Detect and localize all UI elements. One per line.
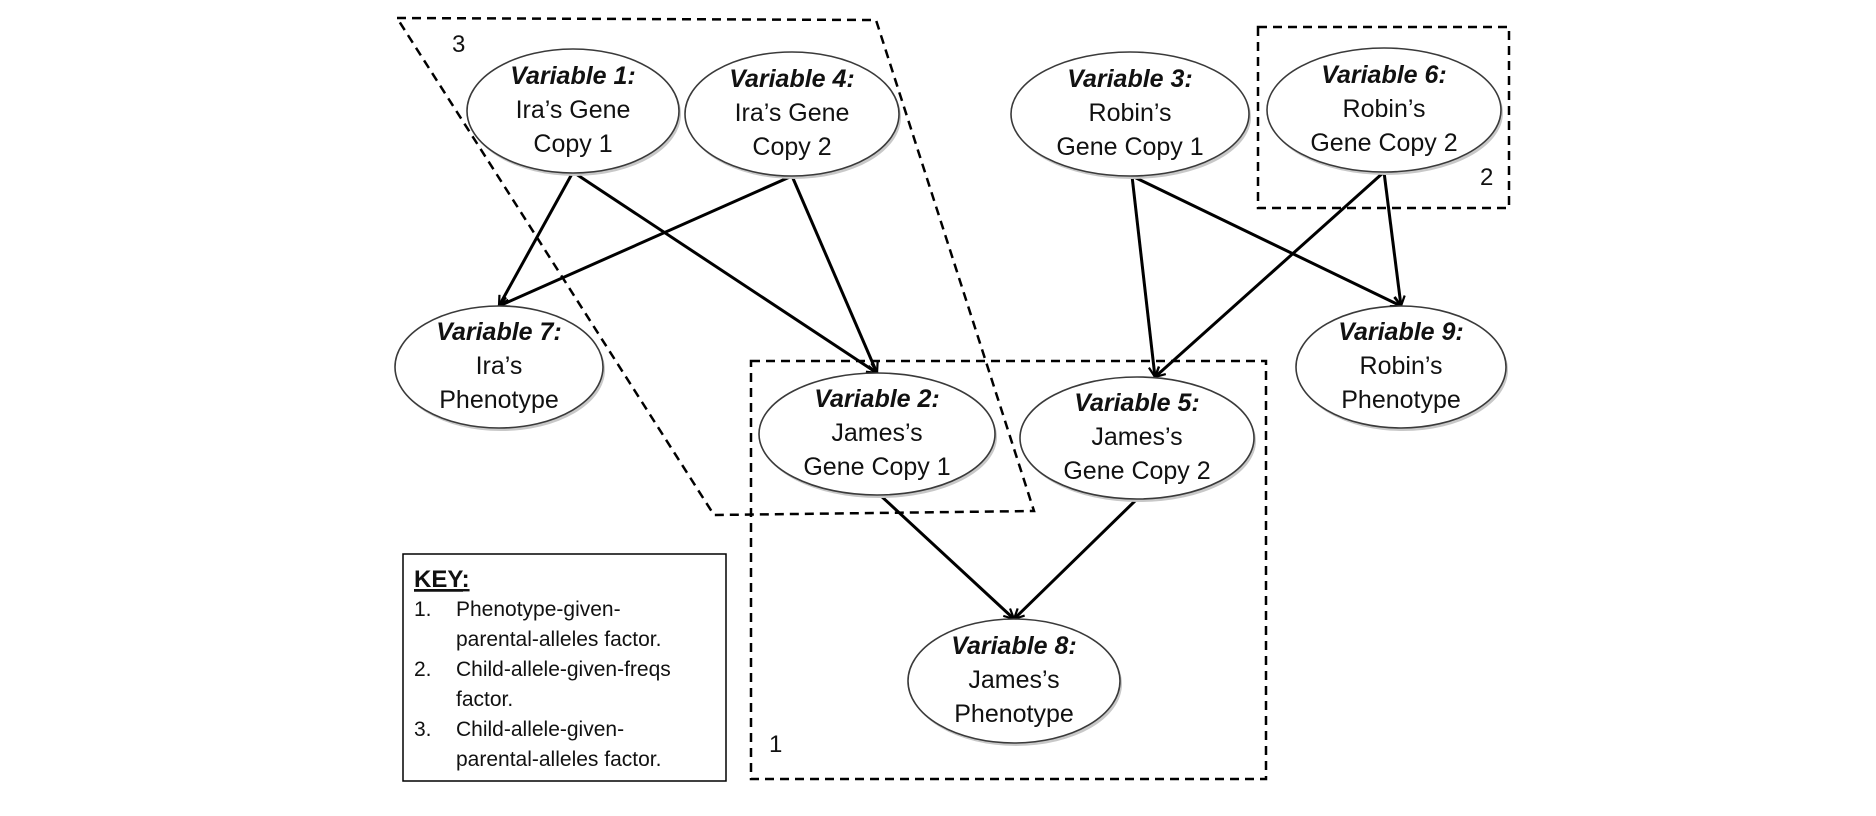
key-item-text: Child-allele-given- (456, 718, 624, 741)
edge-v6-to-v5 (1155, 170, 1386, 377)
node-label-line: Gene Copy 1 (1056, 133, 1203, 161)
key-item-text: Phenotype-given- (456, 598, 621, 621)
edge-v4-to-v2 (790, 175, 877, 373)
edges (497, 170, 1401, 619)
key-item-text: parental-alleles factor. (456, 628, 661, 651)
node-label-line: Gene Copy 2 (1310, 129, 1457, 157)
node-title: Variable 9: (1338, 318, 1464, 346)
node-label-line: Phenotype (439, 386, 559, 414)
node-title: Variable 8: (951, 632, 1077, 660)
key-item-number: 3. (414, 718, 432, 741)
node-label-line: Robin’s (1089, 99, 1172, 127)
edge-v5-to-v8 (1014, 497, 1139, 619)
node-label-line: Ira’s Gene (516, 96, 631, 124)
key-item-text: Child-allele-given-freqs (456, 658, 671, 681)
node-label-line: Robin’s (1343, 95, 1426, 123)
edge-v4-to-v7 (499, 174, 793, 306)
node-title: Variable 2: (814, 385, 940, 413)
nodes: Variable 1: Ira’s Gene Copy 1 Variable 4… (394, 47, 1508, 746)
node-variable-1[interactable]: Variable 1: Ira’s Gene Copy 1 (466, 48, 681, 176)
factor-label-2: 2 (1480, 164, 1493, 191)
node-variable-3[interactable]: Variable 3: Robin’s Gene Copy 1 (1010, 51, 1251, 179)
factor-box-1 (749, 359, 1268, 781)
key-legend: KEY: 1. Phenotype-given- parental-allele… (402, 553, 727, 782)
node-title: Variable 4: (729, 65, 855, 93)
node-variable-8[interactable]: Variable 8: James’s Phenotype (907, 618, 1122, 746)
node-title: Variable 6: (1321, 61, 1447, 89)
node-variable-2[interactable]: Variable 2: James’s Gene Copy 1 (758, 372, 997, 498)
node-label-line: Gene Copy 2 (1063, 457, 1210, 485)
node-variable-7[interactable]: Variable 7: Ira’s Phenotype (394, 305, 605, 431)
key-item-text: factor. (456, 688, 513, 711)
node-title: Variable 5: (1074, 389, 1200, 417)
node-label-line: James’s (1091, 423, 1182, 451)
factor-label-3: 3 (452, 31, 465, 58)
node-title: Variable 3: (1067, 65, 1193, 93)
factor-boxes (394, 16, 1511, 781)
node-label-line: James’s (831, 419, 922, 447)
factor-label-1: 1 (769, 731, 782, 758)
node-title: Variable 1: (510, 62, 636, 90)
node-variable-6[interactable]: Variable 6: Robin’s Gene Copy 2 (1266, 47, 1503, 175)
key-heading: KEY: (414, 566, 470, 593)
node-label-line: Robin’s (1360, 352, 1443, 380)
node-label-line: Ira’s Gene (735, 99, 850, 127)
node-label-line: Phenotype (1341, 386, 1461, 414)
node-label-line: Gene Copy 1 (803, 453, 950, 481)
edge-v1-to-v2 (572, 170, 877, 373)
node-variable-5[interactable]: Variable 5: James’s Gene Copy 2 (1019, 376, 1256, 502)
key-item-number: 1. (414, 598, 432, 621)
node-label-line: Copy 2 (752, 133, 831, 161)
node-label-line: Phenotype (954, 700, 1074, 728)
node-variable-9[interactable]: Variable 9: Robin’s Phenotype (1295, 305, 1508, 431)
node-label-line: Copy 1 (533, 130, 612, 158)
node-title: Variable 7: (436, 318, 562, 346)
key-item-text: parental-alleles factor. (456, 748, 661, 771)
edge-v6-to-v9 (1382, 171, 1401, 306)
key-item-number: 2. (414, 658, 432, 681)
node-label-line: James’s (968, 666, 1059, 694)
edge-v2-to-v8 (878, 493, 1014, 619)
node-label-line: Ira’s (476, 352, 523, 380)
key-box (402, 553, 727, 782)
edge-v3-to-v9 (1131, 174, 1401, 308)
factor-box-3 (394, 16, 1036, 517)
node-variable-4[interactable]: Variable 4: Ira’s Gene Copy 2 (684, 51, 901, 179)
edge-v1-to-v7 (497, 171, 575, 306)
factor-box-2 (1256, 25, 1511, 210)
edge-v3-to-v5 (1130, 175, 1155, 377)
